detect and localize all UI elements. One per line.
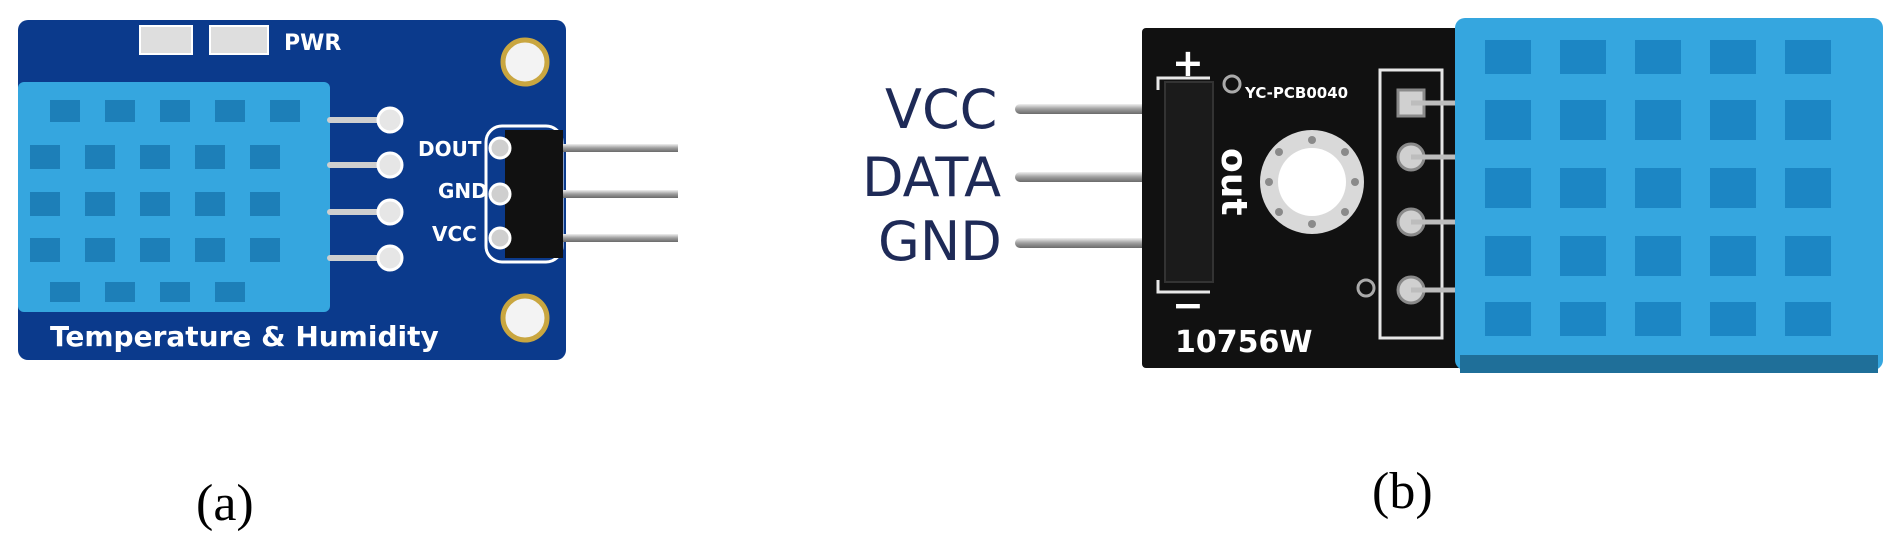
panel-a-mount-hole-bottom bbox=[500, 293, 550, 343]
panel-a-mount-hole-top bbox=[500, 37, 550, 87]
panel-b-pin-label-vcc: VCC bbox=[885, 78, 997, 141]
panel-a-caption: (a) bbox=[196, 475, 254, 532]
panel-b-caption: (b) bbox=[1372, 463, 1433, 520]
panel-b-via bbox=[1222, 74, 1242, 94]
panel-a-board-title: Temperature & Humidity bbox=[50, 320, 439, 353]
panel-b-header-plastic bbox=[1164, 81, 1214, 283]
panel-a-pin-label-dout: DOUT bbox=[418, 137, 482, 161]
panel-b-part-code: YC-PCB0040 bbox=[1244, 84, 1348, 102]
panel-a-sensor-grille bbox=[30, 100, 300, 302]
panel-b-silk-out: out bbox=[1213, 148, 1254, 216]
panel-a-smd-led bbox=[209, 25, 269, 55]
panel-b-sensor-grille bbox=[1485, 40, 1831, 336]
panel-b-header-outline bbox=[1156, 76, 1210, 294]
panel-a-sensor-pads bbox=[376, 106, 404, 272]
panel-a-header-pin-gnd bbox=[563, 190, 678, 198]
panel-b-silk-plus: + bbox=[1172, 41, 1204, 85]
panel-b-board-code: 10756W bbox=[1175, 325, 1312, 360]
panel-b-mount-hole bbox=[1278, 148, 1346, 216]
panel-b-silk-minus: − bbox=[1172, 283, 1204, 327]
panel-a-module: PWR DOUT GND VCC Temper bbox=[18, 20, 678, 360]
panel-a-pin-label-vcc: VCC bbox=[432, 222, 477, 246]
panel-b-pin-label-data: DATA bbox=[862, 146, 1001, 209]
panel-a-header-pin-vcc bbox=[563, 234, 678, 242]
panel-a-pin-label-gnd: GND bbox=[438, 179, 488, 203]
panel-b-sensor-base bbox=[1460, 355, 1878, 373]
panel-a-pwr-label: PWR bbox=[284, 31, 341, 56]
panel-b-ring-vias bbox=[1265, 136, 1359, 228]
panel-a-header-plastic bbox=[505, 130, 563, 258]
panel-b-sensor-legs bbox=[1411, 100, 1460, 293]
panel-a-smd-resistor bbox=[139, 25, 193, 55]
panel-b-via-bottom bbox=[1356, 278, 1376, 298]
panel-b-module: VCC DATA GND + − out YC-PCB0040 bbox=[862, 18, 1883, 373]
panel-a-header-pin-dout bbox=[563, 144, 678, 152]
panel-a-sensor-legs bbox=[327, 117, 388, 261]
panel-a-header-solder bbox=[488, 136, 512, 250]
panel-b-pin-label-gnd: GND bbox=[878, 210, 1002, 273]
panel-b-sensor-pad-outline bbox=[1378, 68, 1444, 340]
